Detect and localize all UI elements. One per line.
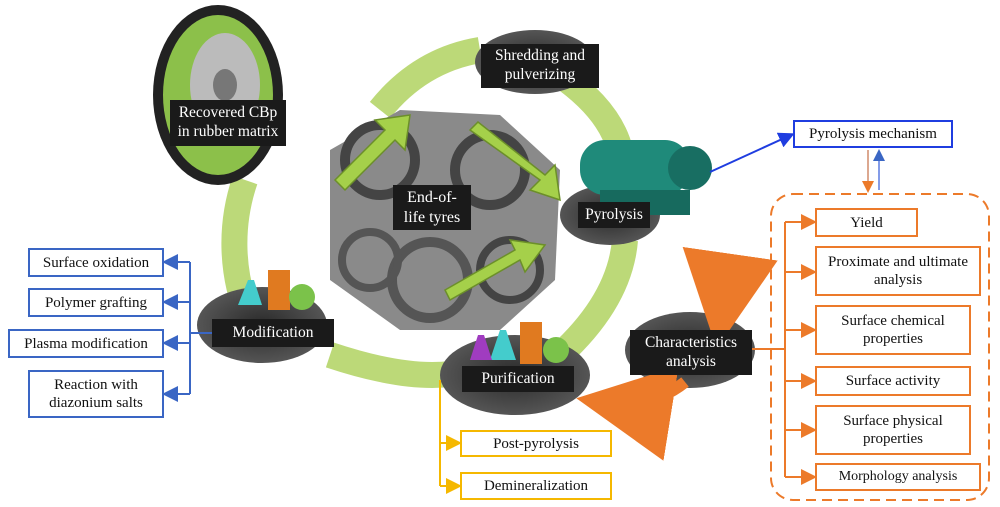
pyrolysis-mechanism-box: Pyrolysis mechanism <box>793 120 953 148</box>
characteristics-to-purification-arrow <box>576 365 689 461</box>
recovered-cbp-label: Recovered CBp in rubber matrix <box>170 100 286 146</box>
modification-method-box: Plasma modification <box>8 329 164 358</box>
characteristics-item-box: Surface activity <box>815 366 971 396</box>
tyre-image <box>153 5 283 185</box>
pyrolysis-mechanism-connector <box>709 132 795 173</box>
characteristics-item-box: Morphology analysis <box>815 463 981 491</box>
purification-method-box: Post-pyrolysis <box>460 430 612 457</box>
characteristics-item-box: Yield <box>815 208 918 237</box>
characteristics-item-box: Surface chemical properties <box>815 305 971 355</box>
modification-label: Modification <box>212 319 334 347</box>
purification-label: Purification <box>462 366 574 392</box>
characteristics-item-box: Surface physical properties <box>815 405 971 455</box>
modification-method-box: Surface oxidation <box>28 248 164 277</box>
purification-connectors <box>439 380 462 494</box>
shredding-label: Shredding and pulverizing <box>481 44 599 88</box>
characteristics-item-box: Proximate and ultimate analysis <box>815 246 981 296</box>
characteristics-analysis-label: Characteristics analysis <box>630 330 752 375</box>
purification-method-box: Demineralization <box>460 472 612 500</box>
pyrolysis-label: Pyrolysis <box>578 202 650 228</box>
pyrolysis-to-characteristics-arrow <box>682 246 778 349</box>
lab-glassware-icon <box>238 270 569 364</box>
modification-connectors <box>162 254 215 402</box>
modification-method-box: Reaction with diazonium salts <box>28 370 164 418</box>
modification-method-box: Polymer grafting <box>28 288 164 317</box>
characteristics-dashed-group <box>770 193 990 501</box>
characteristics-connectors <box>745 214 817 485</box>
end-of-life-tyres-label: End-of-life tyres <box>393 185 471 230</box>
recycle-icon <box>333 114 561 302</box>
